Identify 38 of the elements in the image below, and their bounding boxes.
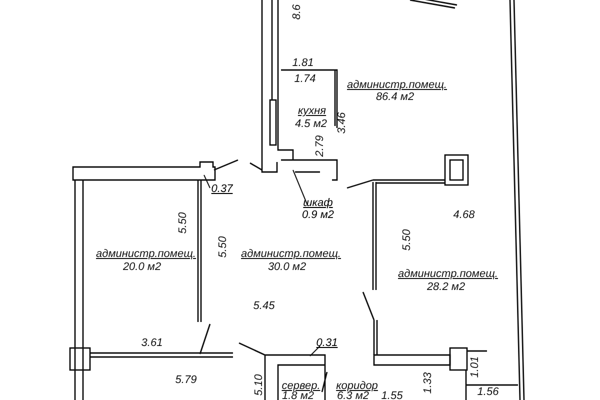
dimension-label: 6.3 м2	[337, 390, 369, 400]
dimension-label: 2.79	[314, 135, 326, 157]
room-label: сервер.	[282, 380, 320, 392]
dimension-label: 4.68	[453, 209, 475, 221]
dimension-label: 30.0 м2	[268, 261, 306, 273]
dimension-label: 1.33	[422, 372, 434, 394]
dimension-label: 3.46	[336, 112, 348, 134]
dimension-label: 8.6	[291, 4, 303, 20]
dimension-label: 1.55	[381, 390, 403, 400]
dimension-label: 5.50	[177, 212, 189, 234]
dimension-label: 1.74	[294, 73, 316, 85]
dimension-label: 5.45	[253, 300, 275, 312]
dimension-label: 5.79	[175, 374, 197, 386]
dimension-label: 5.10	[253, 374, 265, 396]
dimension-label: 1.01	[469, 356, 481, 378]
room-label: шкаф	[302, 197, 334, 209]
room-label: администр.помещ.	[347, 79, 447, 91]
leader-line	[292, 170, 308, 204]
dimension-label: 0.37	[211, 183, 233, 195]
room-label: администр.помещ.	[96, 248, 196, 260]
dimension-label: 86.4 м2	[376, 91, 414, 103]
dimension-label: 1.81	[292, 57, 314, 69]
dimension-label: 5.50	[401, 229, 413, 251]
room-label: администр.помещ.	[241, 248, 341, 260]
leader-line	[310, 346, 320, 356]
dimension-label: 3.61	[141, 337, 163, 349]
room-label: кухня	[298, 105, 326, 117]
dimension-label: 0.9 м2	[302, 209, 334, 221]
dimension-label: 28.2 м2	[426, 281, 466, 293]
room-label: коридор	[336, 380, 378, 392]
room-label: администр.помещ.	[398, 268, 498, 280]
dimension-label: 0.31	[316, 337, 338, 349]
dimension-label: 4.5 м2	[295, 118, 327, 130]
dimension-label: 5.50	[217, 236, 229, 258]
dimension-label: 1.8 м2	[282, 390, 314, 400]
dimension-label: 20.0 м2	[122, 261, 162, 273]
leader-line	[204, 174, 210, 188]
dimension-label: 1.56	[477, 386, 499, 398]
